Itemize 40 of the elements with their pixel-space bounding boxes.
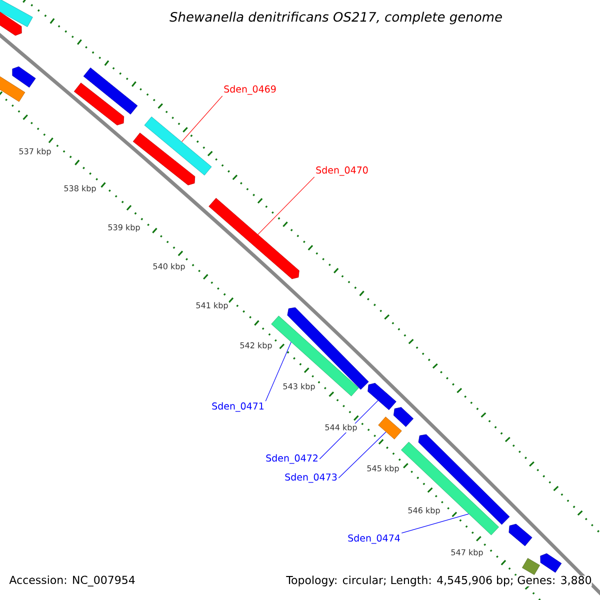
leader-line [181,96,223,142]
gene-block [522,558,540,575]
tick-label: 540 kbp [152,262,186,272]
gene-block [271,316,359,396]
tick-label: 539 kbp [107,224,141,232]
gene-label: Sden_0473 [285,473,337,483]
gene-label: Sden_0470 [316,166,368,176]
gene-block [12,66,36,88]
gene-block [144,116,212,176]
tick-label: 545 kbp [366,464,400,474]
gene-block [132,132,196,186]
gene-label: Sden_0471 [212,402,264,412]
gene-block [378,416,402,440]
tick-label: 544 kbp [324,424,358,432]
footer-text: Topology: circular; Length: 4,545,906 bp; Genes: 3,880 [286,576,592,586]
gene-block [83,68,138,114]
tick-label: 537 kbp [18,148,52,156]
title: Shewanella denitrificans OS217, complete genome [168,10,504,26]
leader-line [338,432,386,478]
gene-block [393,407,414,427]
tick-label: 538 kbp [63,184,97,194]
tick-label: 541 kbp [195,302,229,310]
leader-line [258,176,315,235]
gene-block [208,198,300,280]
tick-label: 547 kbp [450,548,484,558]
gene-block [401,442,499,536]
gene-label: Sden_0472 [266,454,318,464]
tick-label: 542 kbp [239,342,273,350]
gene-block [74,82,124,126]
gene-label: Sden_0469 [224,85,276,95]
tick-label: 543 kbp [282,382,316,392]
leader-line [265,342,292,402]
gene-block [368,382,396,410]
tick-label: 546 kbp [407,506,441,516]
footer-text: Accession: NC_007954 [8,574,136,588]
gene-block [508,524,532,546]
gene-block [0,0,33,28]
gene-label: Sden_0474 [348,534,400,544]
leader-line [401,514,469,534]
gene-block [540,553,562,573]
